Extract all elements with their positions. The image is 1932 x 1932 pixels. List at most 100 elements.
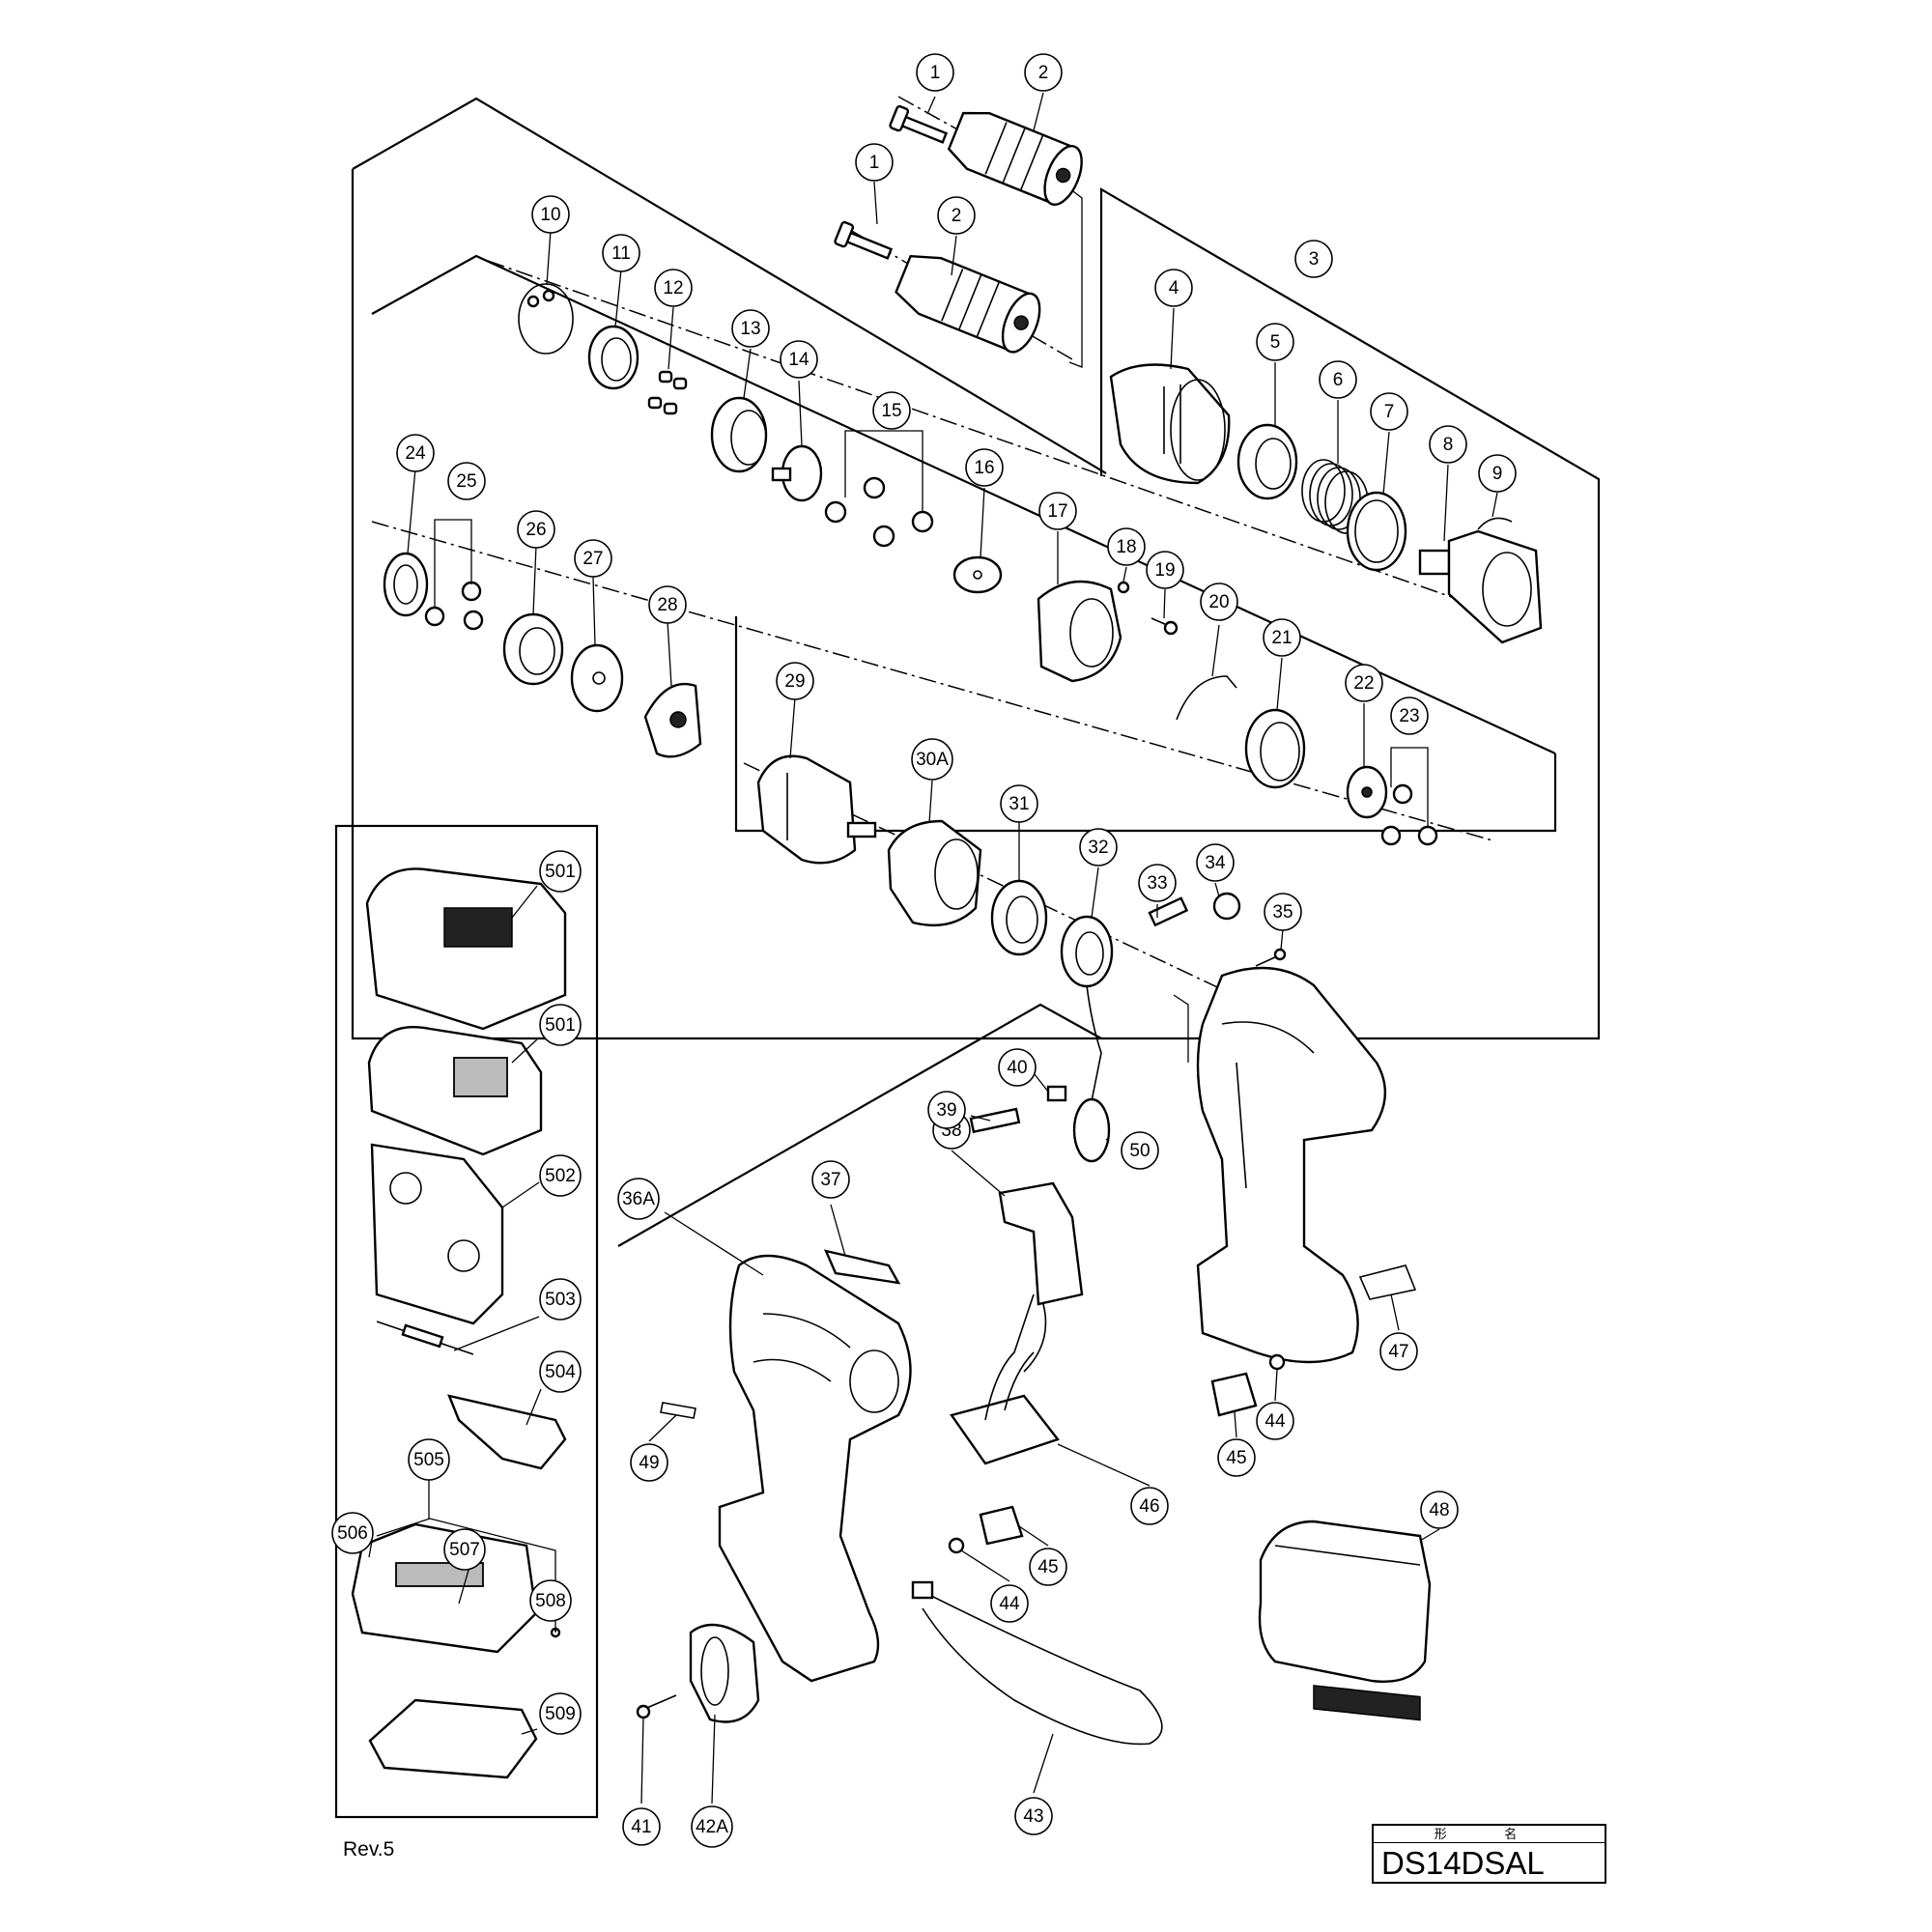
nut-part-44-upper xyxy=(1268,1353,1286,1371)
callout-33: 33 xyxy=(1138,864,1177,902)
case-part-505 xyxy=(351,1522,538,1654)
spring-clip-part-20 xyxy=(1176,675,1237,721)
stator-part-30a xyxy=(887,819,982,926)
callout-13: 13 xyxy=(731,309,770,348)
callout-2: 2 xyxy=(1024,53,1063,92)
callout-number: 29 xyxy=(784,671,805,692)
sun-gear-part-24 xyxy=(383,552,429,617)
callout-number: 31 xyxy=(1009,794,1029,814)
washer-part-7 xyxy=(1346,491,1407,572)
callout-number: 4 xyxy=(1169,278,1179,298)
clutch-ring-part-5 xyxy=(1236,423,1298,500)
callout-34: 34 xyxy=(1196,843,1235,882)
callout-48: 48 xyxy=(1420,1491,1459,1529)
callout-number: 7 xyxy=(1384,402,1395,422)
callout-14: 14 xyxy=(780,340,818,379)
callout-number: 5 xyxy=(1270,332,1281,353)
callout-number: 43 xyxy=(1023,1806,1043,1827)
strap-part-43 xyxy=(911,1580,1163,1746)
callout-507: 507 xyxy=(443,1528,486,1571)
block-part-45-lower xyxy=(979,1505,1024,1546)
callout-18: 18 xyxy=(1107,527,1146,566)
callout-44: 44 xyxy=(1256,1402,1294,1440)
revision-label: Rev.5 xyxy=(343,1838,395,1861)
washer-part-16 xyxy=(952,555,1003,594)
motor-plate-part-28 xyxy=(643,682,702,758)
gear-case-part-8 xyxy=(1418,529,1543,644)
knob-part-34 xyxy=(1212,892,1241,921)
callout-number: 20 xyxy=(1208,592,1229,612)
callout-503: 503 xyxy=(539,1278,582,1321)
callout-number: 44 xyxy=(1264,1411,1286,1432)
clutch-dial-part-4 xyxy=(1109,363,1231,485)
callout-1: 1 xyxy=(916,53,954,92)
callout-47: 47 xyxy=(1379,1332,1418,1371)
callout-37: 37 xyxy=(811,1160,850,1199)
callout-35: 35 xyxy=(1264,893,1302,931)
callout-number: 39 xyxy=(936,1100,956,1121)
planet-carrier-part-14 xyxy=(771,444,823,502)
callout-12: 12 xyxy=(654,269,693,307)
callout-4: 4 xyxy=(1154,269,1193,307)
callout-501: 501 xyxy=(539,1004,582,1046)
callout-21: 21 xyxy=(1263,618,1301,657)
callout-16: 16 xyxy=(965,448,1004,487)
planet-gear-part-23 xyxy=(1380,783,1438,846)
callout-number: 24 xyxy=(405,443,426,464)
callout-29: 29 xyxy=(776,662,814,700)
callout-44: 44 xyxy=(990,1584,1029,1623)
screw-part-18 xyxy=(1117,581,1130,594)
battery-part-48 xyxy=(1258,1520,1432,1721)
forward-reverse-ring-part-32 xyxy=(1060,915,1114,1102)
callout-31: 31 xyxy=(1000,784,1038,823)
callout-number: 1 xyxy=(930,63,941,83)
callout-number: 18 xyxy=(1116,537,1136,557)
callout-number: 12 xyxy=(663,278,683,298)
callout-number: 45 xyxy=(1037,1557,1058,1577)
clip-part-9 xyxy=(1477,517,1513,530)
callout-number: 505 xyxy=(413,1450,444,1470)
callout-6: 6 xyxy=(1319,360,1357,399)
cover-part-37 xyxy=(823,1249,901,1285)
callout-23: 23 xyxy=(1390,696,1429,735)
keyless-chuck-part-2a xyxy=(947,111,1083,206)
callout-number: 2 xyxy=(1038,63,1049,83)
planet-gear-part-15 xyxy=(824,476,934,548)
control-board-part-46 xyxy=(950,1293,1060,1465)
callout-20: 20 xyxy=(1200,582,1238,621)
callout-number: 1 xyxy=(869,153,880,173)
callout-number: 45 xyxy=(1226,1448,1246,1468)
callout-45: 45 xyxy=(1029,1548,1067,1586)
callout-40: 40 xyxy=(998,1048,1037,1087)
belt-hook-part-42a xyxy=(689,1623,760,1723)
callout-46: 46 xyxy=(1130,1487,1169,1525)
callout-11: 11 xyxy=(602,234,640,272)
callout-number: 49 xyxy=(639,1453,659,1473)
callout-number: 508 xyxy=(535,1591,566,1611)
callout-number: 32 xyxy=(1088,838,1108,858)
callout-number: 8 xyxy=(1443,435,1454,455)
callout-number: 34 xyxy=(1205,853,1226,873)
callout-number: 44 xyxy=(999,1594,1020,1614)
clutch-housing-part-17 xyxy=(1037,580,1122,683)
label-part-49 xyxy=(660,1402,696,1419)
sensor-part-50 xyxy=(1072,1097,1111,1163)
callout-number: 48 xyxy=(1429,1500,1449,1520)
callout-number: 501 xyxy=(545,1015,576,1036)
callout-506: 506 xyxy=(331,1512,374,1554)
callout-49: 49 xyxy=(630,1443,668,1482)
steel-ball-part-10 xyxy=(518,283,574,355)
callout-7: 7 xyxy=(1370,392,1408,431)
callout-number: 42A xyxy=(696,1817,728,1837)
connector-part-40 xyxy=(1046,1085,1067,1102)
housing-right-part-36a xyxy=(1196,966,1387,1364)
callout-number: 47 xyxy=(1388,1342,1408,1362)
callout-number: 6 xyxy=(1333,370,1344,390)
callout-10: 10 xyxy=(531,195,570,234)
accessories-frame xyxy=(334,824,599,1819)
callout-number: 19 xyxy=(1154,560,1175,581)
ring-part-26 xyxy=(502,612,564,686)
callout-number: 3 xyxy=(1309,249,1320,270)
callout-number: 36A xyxy=(622,1189,655,1209)
